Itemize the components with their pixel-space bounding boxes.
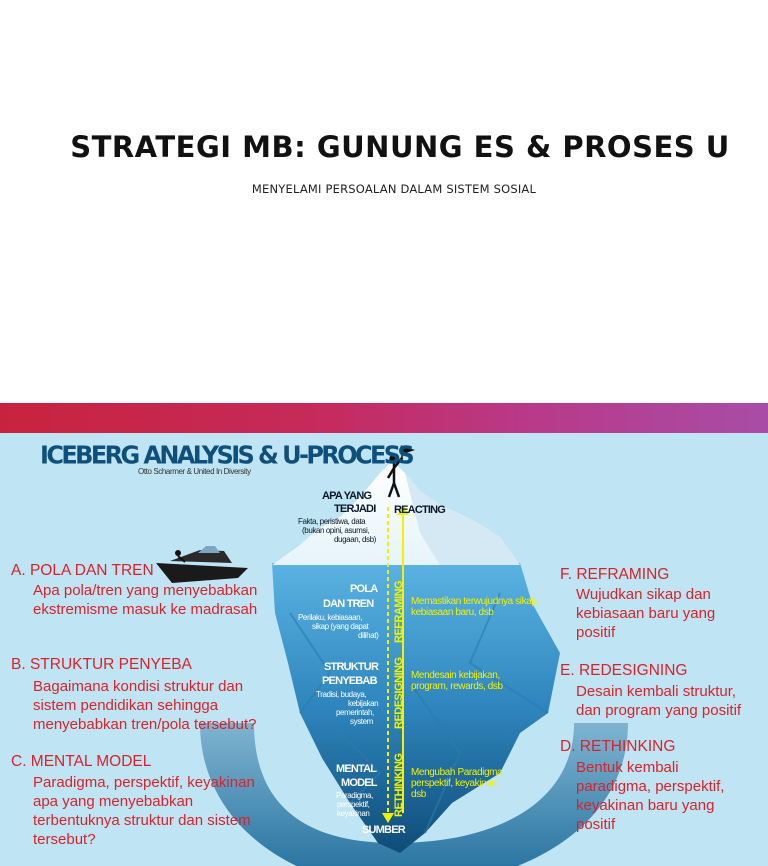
left-b-line-3: menyebabkan tren/pola tersebut? — [33, 716, 257, 733]
right-d-line-3: keyakinan baru yang — [576, 797, 715, 814]
iceberg-title: ICEBERG ANALYSIS & U-PROCESS — [40, 440, 415, 470]
right-f-line-3: positif — [576, 624, 616, 641]
mental-note-1: Mengubah Paradigma, — [411, 767, 505, 778]
events-desc-3: dugaan, dsb) — [334, 535, 376, 544]
right-d-line-2: paradigma, perspektif, — [576, 778, 725, 795]
left-b-heading: B. STRUKTUR PENYEBA — [11, 656, 192, 673]
left-c-line-4: tersebut? — [33, 831, 96, 848]
iceberg-facets — [289, 592, 549, 834]
structure-title-2: PENYEBAB — [322, 675, 378, 687]
patterns-title-2: DAN TREN — [323, 598, 374, 610]
right-d-line-1: Bentuk kembali — [576, 759, 679, 776]
mental-desc-2: perspektif, — [337, 800, 370, 809]
events-action: REACTING — [394, 504, 446, 516]
mental-side-label: RETHINKING — [393, 753, 405, 817]
left-c-line-1: Paradigma, perspektif, keyakinan — [33, 774, 255, 791]
events-title-1: APA YANG — [322, 490, 372, 502]
mental-desc-1: Paradigma, — [336, 791, 373, 800]
slide-subtitle: MENYELAMI PERSOALAN DALAM SISTEM SOSIAL — [251, 182, 537, 196]
patterns-side-label: REFRAMING — [393, 580, 405, 643]
structure-note-2: program, rewards, dsb — [411, 681, 503, 692]
left-a-heading: A. POLA DAN TREN — [11, 562, 154, 579]
events-title-2: TERJADI — [334, 503, 376, 515]
right-e-line-2: dan program yang positif — [576, 702, 742, 719]
right-e-line-1: Desain kembali struktur, — [576, 683, 737, 700]
structure-desc-4: system — [350, 717, 373, 726]
patterns-title-1: POLA — [350, 583, 378, 595]
right-d-line-4: positif — [576, 816, 616, 833]
patterns-note-2: kebiasaan baru, dsb — [411, 607, 494, 618]
mental-desc-3: keyakinan — [337, 809, 370, 818]
iceberg-underwater — [272, 563, 560, 853]
slide-title: STRATEGI MB: GUNUNG ES & PROSES U — [70, 130, 730, 164]
left-b-line-2: sistem pendidikan sehingga — [33, 697, 219, 714]
left-c-heading: C. MENTAL MODEL — [11, 753, 152, 770]
iceberg-illustration — [156, 445, 628, 866]
right-f-line-1: Wujudkan sikap dan — [576, 586, 711, 603]
climber-figure — [386, 445, 415, 498]
right-f-line-2: kebiasaan baru yang — [576, 605, 716, 622]
structure-desc-1: Tradisi, budaya, — [316, 690, 367, 699]
left-c-line-2: apa yang menyebabkan — [33, 793, 194, 810]
patterns-desc-3: dilihat) — [358, 631, 379, 640]
mental-note-3: dsb — [411, 789, 426, 800]
structure-note-1: Mendesain kebijakan, — [411, 670, 500, 681]
right-d-heading: D. RETHINKING — [560, 738, 676, 755]
mental-note-2: perspektif, keyakinan — [411, 778, 497, 789]
iceberg-panel: ICEBERG ANALYSIS & U-PROCESS Otto Scharm… — [0, 433, 768, 866]
events-desc-1: Fakta, peristiwa, data — [298, 517, 366, 526]
patterns-note-1: Memastikan terwujudnya sikap, — [411, 596, 539, 607]
patterns-desc-1: Perilaku, kebiasaan, — [298, 613, 363, 622]
u-curve-band — [200, 723, 628, 866]
up-arrow-head — [397, 505, 409, 515]
left-a-line-2: ekstremisme masuk ke madrasah — [33, 601, 258, 618]
left-b-line-1: Bagaimana kondisi struktur dan — [33, 678, 244, 695]
left-c-line-3: terbentuknya struktur dan sistem — [33, 812, 251, 829]
structure-desc-3: pemerintah, — [336, 708, 374, 717]
right-f-heading: F. REFRAMING — [560, 566, 670, 583]
structure-side-label: REDESIGNING — [393, 657, 405, 729]
mental-title-1: MENTAL — [336, 763, 377, 775]
header-banner — [0, 403, 768, 433]
mental-title-2: MODEL — [341, 777, 378, 789]
right-e-heading: E. REDESIGNING — [560, 662, 688, 679]
structure-desc-2: kebijakan — [348, 699, 379, 708]
down-arrow-head — [382, 813, 394, 823]
source-label: SUMBER — [362, 824, 406, 836]
boat-icon — [156, 546, 248, 583]
structure-title-1: STRUKTUR — [324, 661, 379, 673]
tip-shadow — [405, 473, 520, 565]
events-desc-2: (bukan opini, asumsi, — [302, 526, 370, 535]
patterns-desc-2: sikap (yang dapat — [312, 622, 369, 631]
left-a-line-1: Apa pola/tren yang menyebabkan — [33, 582, 258, 599]
iceberg-credit: Otto Scharmer & United In Diversity — [138, 467, 251, 476]
